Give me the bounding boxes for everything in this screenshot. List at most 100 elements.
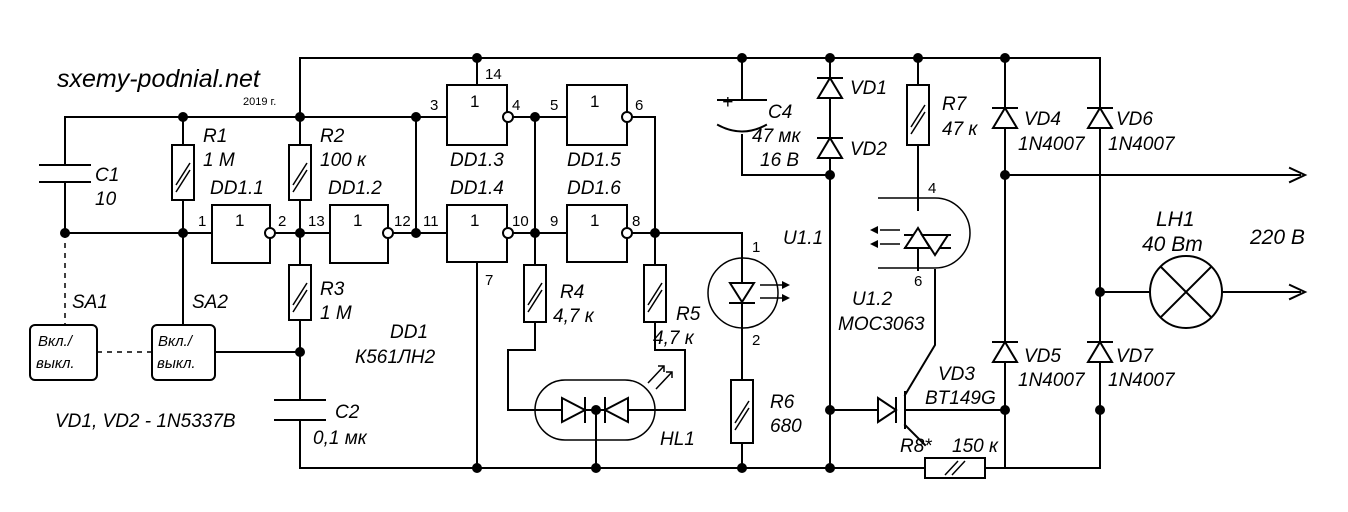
u1-1-pin-2: 2 (752, 332, 760, 349)
vd6-type: 1N4007 (1108, 134, 1176, 155)
resistor-r8 (924, 457, 986, 479)
diode-vd5 (991, 340, 1019, 363)
switch-sa2[interactable]: Вкл./ выкл. (151, 324, 216, 381)
sa2-label: SA2 (192, 292, 228, 313)
pin-10: 10 (512, 213, 529, 230)
switch-sa2-label-line2: выкл. (157, 355, 196, 372)
r5-name: R5 (676, 304, 701, 325)
lh1-power: 40 Вт (1142, 233, 1203, 256)
lh1-name: LH1 (1156, 208, 1195, 231)
switch-sa1-label-line2: выкл. (36, 355, 75, 372)
diode-vd2 (816, 136, 844, 159)
diode-vd7 (1086, 340, 1114, 363)
switch-sa1-label-line1: Вкл./ (38, 333, 74, 350)
r5-value: 4,7 к (653, 328, 695, 349)
r4-name: R4 (560, 282, 584, 303)
vd3-type: BT149G (925, 388, 996, 409)
r1-name: R1 (203, 126, 227, 147)
resistor-r3 (288, 264, 312, 321)
r8-value: 150 к (952, 436, 999, 457)
pin-3: 3 (430, 97, 438, 114)
vd7-name: VD7 (1116, 346, 1154, 367)
gate-dd1-4-label: DD1.4 (450, 178, 504, 199)
pin-1: 1 (198, 213, 206, 230)
pin-14: 14 (485, 66, 502, 83)
r8-name: R8* (900, 436, 932, 457)
r7-value: 47 к (942, 119, 978, 140)
r3-name: R3 (320, 279, 345, 300)
gate-dd1-2-symbol: 1 (353, 211, 362, 230)
vd7-type: 1N4007 (1108, 370, 1176, 391)
resistor-r5 (643, 264, 667, 323)
u1-2-type: MOC3063 (838, 314, 925, 335)
vd4-type: 1N4007 (1018, 134, 1086, 155)
c4-value2: 16 В (760, 150, 799, 171)
thyristor-vd3 (877, 391, 906, 429)
junction-dots (60, 53, 1105, 473)
r7-name: R7 (942, 94, 968, 115)
pin-6: 6 (635, 97, 643, 114)
gate-dd1-5: 1 (566, 84, 633, 146)
diode-vd6 (1086, 106, 1114, 129)
r4-value: 4,7 к (553, 306, 595, 327)
u1-2-name: U1.2 (852, 289, 893, 310)
resistor-r1 (171, 144, 195, 201)
pin-12: 12 (394, 213, 411, 230)
zener-note: VD1, VD2 - 1N5337B (55, 411, 236, 432)
opto-led-u1-1 (707, 257, 790, 329)
gate-dd1-5-symbol: 1 (590, 92, 599, 111)
year-label: 2019 г. (243, 96, 276, 108)
hl1-label: HL1 (660, 429, 695, 450)
gate-dd1-5-label: DD1.5 (567, 150, 621, 171)
c4-name: C4 (768, 102, 792, 123)
u1-2-pin-6: 6 (914, 273, 922, 290)
u1-2-pin-4: 4 (928, 180, 936, 197)
vd2-label: VD2 (850, 139, 887, 160)
wires (64, 57, 1301, 469)
vd5-type: 1N4007 (1018, 370, 1086, 391)
gate-dd1-1-symbol: 1 (235, 211, 244, 230)
c4-value1: 47 мк (752, 126, 801, 147)
c1-name: C1 (95, 165, 119, 186)
c2-name: C2 (335, 402, 360, 423)
mains-arrows (1288, 166, 1308, 301)
c4-polarity: + (722, 92, 733, 113)
pin-9: 9 (550, 213, 558, 230)
u1-1-pin-1: 1 (752, 239, 760, 256)
gate-dd1-1: 1 (211, 204, 276, 264)
gate-dd1-6-symbol: 1 (590, 211, 599, 230)
diode-vd4 (991, 106, 1019, 129)
sa1-label: SA1 (72, 292, 108, 313)
r6-value: 680 (770, 416, 802, 437)
switch-sa1[interactable]: Вкл./ выкл. (29, 324, 98, 381)
pin-13: 13 (308, 213, 325, 230)
gate-dd1-4: 1 (446, 204, 514, 263)
capacitor-c1 (39, 164, 91, 183)
dd1-name: DD1 (390, 322, 428, 343)
pin-4: 4 (512, 97, 520, 114)
site-watermark: sxemy-podnial.net (57, 65, 261, 93)
capacitor-c4 (716, 99, 768, 133)
u1-1-label: U1.1 (783, 228, 823, 249)
pin-7: 7 (485, 272, 493, 289)
pin-2: 2 (278, 213, 286, 230)
c1-value: 10 (95, 189, 117, 210)
resistor-r4 (523, 264, 547, 323)
resistor-r2 (288, 144, 312, 201)
vd5-name: VD5 (1024, 346, 1061, 367)
c2-value: 0,1 мк (313, 428, 368, 449)
diode-vd1 (816, 76, 844, 99)
gate-dd1-1-label: DD1.1 (210, 178, 264, 199)
gate-dd1-2: 1 (329, 204, 394, 264)
vd4-name: VD4 (1024, 109, 1061, 130)
gate-dd1-6-label: DD1.6 (567, 178, 621, 199)
r1-value: 1 М (203, 150, 235, 171)
opto-triac-u1-2 (870, 197, 971, 269)
gate-dd1-6: 1 (566, 204, 633, 263)
dd1-type: К561ЛН2 (355, 347, 436, 368)
mains-voltage: 220 В (1249, 226, 1305, 249)
gate-dd1-3-label: DD1.3 (450, 150, 504, 171)
vd6-name: VD6 (1116, 109, 1153, 130)
resistor-r7 (906, 84, 930, 146)
